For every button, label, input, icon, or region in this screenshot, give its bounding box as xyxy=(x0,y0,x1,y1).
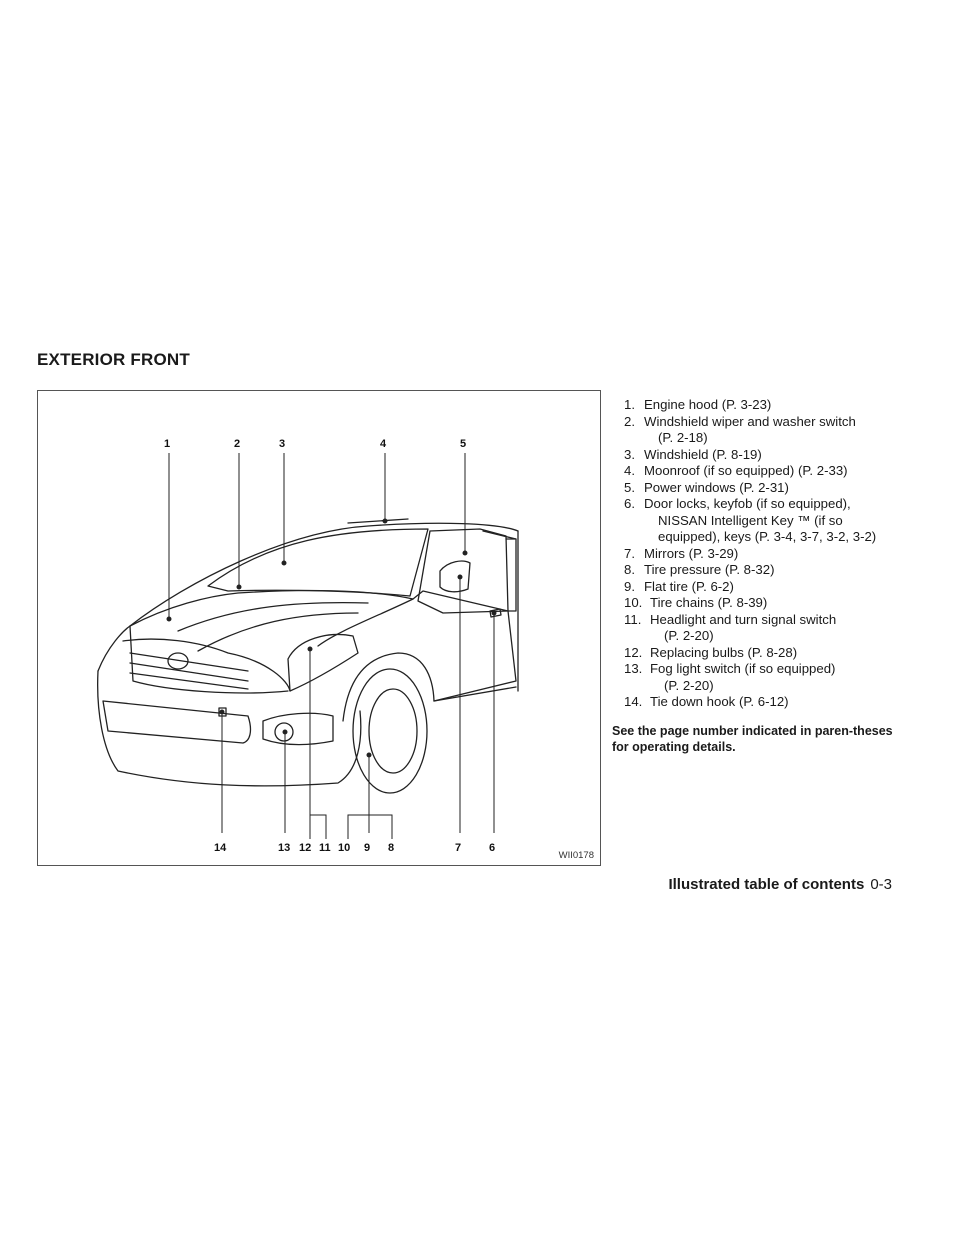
roofline-outline xyxy=(129,522,519,627)
list-item-number: 4. xyxy=(624,463,635,478)
list-item-text: Fog light switch (if so equipped) xyxy=(650,661,836,676)
list-item-number: 12. xyxy=(624,644,643,660)
list-item-number: 14. xyxy=(624,694,643,709)
side-body xyxy=(412,590,517,702)
list-item-number: 5. xyxy=(624,479,635,495)
callout-2: 2 xyxy=(234,438,240,450)
page-number: 0-3 xyxy=(870,876,892,893)
operating-note: See the page number indicated in paren-t… xyxy=(612,724,893,754)
hood-crease xyxy=(177,601,369,632)
list-item-text: Tire pressure (P. 8-32) xyxy=(644,562,775,577)
exterior-front-figure: 1 2 3 4 5 6 7 8 9 10 11 12 13 14 WII0178 xyxy=(37,390,601,866)
list-item-number: 8. xyxy=(624,562,635,577)
list-item-text: Windshield wiper and washer switch xyxy=(644,413,856,429)
list-item: 8. Tire pressure (P. 8-32) xyxy=(612,562,912,579)
front-fascia-outline xyxy=(97,625,289,694)
front-tire xyxy=(352,668,428,794)
windshield-outline xyxy=(207,528,429,597)
list-item-number: 2. xyxy=(624,413,635,429)
list-item-number: 11. xyxy=(624,611,642,627)
page-footer: Illustrated table of contents 0-3 xyxy=(668,876,892,893)
callout-5: 5 xyxy=(460,438,466,450)
callout-14: 14 xyxy=(214,842,227,854)
callout-3: 3 xyxy=(279,438,285,450)
list-item: 10. Tire chains (P. 8-39) xyxy=(612,595,912,612)
list-item: 6. Door locks, keyfob (if so equipped),NI… xyxy=(612,496,912,546)
lower-grille xyxy=(102,700,252,744)
list-item-number: 13. xyxy=(624,661,643,676)
list-item: 7. Mirrors (P. 3-29) xyxy=(612,546,912,563)
callout-11: 11 xyxy=(319,842,331,854)
list-item: 13. Fog light switch (if so equipped)(P. … xyxy=(612,661,912,694)
list-item-continuation: (P. 2-18) xyxy=(658,430,708,445)
list-item-number: 6. xyxy=(624,496,635,511)
list-item-text: Tire chains (P. 8-39) xyxy=(650,595,768,610)
list-item-text: Engine hood (P. 3-23) xyxy=(644,397,772,412)
grille-top xyxy=(122,638,291,692)
fog-light-lens xyxy=(274,722,294,742)
door-mirror xyxy=(439,560,471,593)
fog-light-housing xyxy=(262,712,334,746)
list-item-number: 1. xyxy=(624,397,635,412)
door-handle xyxy=(489,608,502,618)
list-item-text: Flat tire (P. 6-2) xyxy=(644,578,734,594)
list-item: 14. Tie down hook (P. 6-12) xyxy=(612,694,912,711)
emblem xyxy=(167,652,189,670)
side-sill xyxy=(433,686,517,702)
moonroof-edge xyxy=(347,518,409,524)
list-item-number: 9. xyxy=(624,578,635,594)
list-item-text: Door locks, keyfob (if so equipped), xyxy=(644,496,851,511)
car-illustration: 1 2 3 4 5 6 7 8 9 10 11 12 13 14 xyxy=(97,438,519,854)
hood-crease-2 xyxy=(197,612,359,652)
list-item: 2. Windshield wiper and washer switch(P. … xyxy=(612,414,912,447)
bumper-outline xyxy=(97,670,362,787)
hood-outline xyxy=(129,589,414,647)
footer-section-label: Illustrated table of contents xyxy=(668,876,865,893)
list-item: 11. Headlight and turn signal switch(P. 2… xyxy=(612,612,912,645)
list-item-text: Replacing bulbs (P. 8-28) xyxy=(650,644,798,660)
callout-1: 1 xyxy=(164,438,170,450)
callout-13: 13 xyxy=(278,842,290,854)
list-item-text: Windshield (P. 8-19) xyxy=(644,446,762,462)
list-item: 3. Windshield (P. 8-19) xyxy=(612,447,912,464)
list-item: 5. Power windows (P. 2-31) xyxy=(612,480,912,497)
callout-9: 9 xyxy=(364,842,370,854)
list-item-number: 7. xyxy=(624,545,635,561)
callout-12: 12 xyxy=(299,842,311,854)
list-item-number: 10. xyxy=(624,595,643,610)
callout-7: 7 xyxy=(455,842,461,854)
list-item-number: 3. xyxy=(624,446,635,462)
callout-8: 8 xyxy=(388,842,394,854)
list-item-text: Power windows (P. 2-31) xyxy=(644,479,789,495)
list-item: 4. Moonroof (if so equipped) (P. 2-33) xyxy=(612,463,912,480)
figure-code: WII0178 xyxy=(558,850,594,861)
list-item: 9. Flat tire (P. 6-2) xyxy=(612,579,912,596)
wheel-arch xyxy=(342,652,435,722)
item-list: 1. Engine hood (P. 3-23) 2. Windshield wipe… xyxy=(612,397,912,711)
list-item: 12. Replacing bulbs (P. 8-28) xyxy=(612,645,912,662)
list-item: 1. Engine hood (P. 3-23) xyxy=(612,397,912,414)
list-item-continuation: (P. 2-20) xyxy=(664,677,714,693)
list-item-text: Mirrors (P. 3-29) xyxy=(644,545,739,561)
rear-window-outline xyxy=(482,530,517,612)
grille-bars xyxy=(129,652,249,690)
list-item-text: Headlight and turn signal switch xyxy=(650,611,837,627)
headlight-outline xyxy=(287,633,359,692)
section-title: EXTERIOR FRONT xyxy=(37,350,190,369)
list-item-text: Tie down hook (P. 6-12) xyxy=(650,694,789,709)
list-item-continuation: equipped), keys (P. 3-4, 3-7, 3-2, 3-2) xyxy=(658,529,877,544)
callout-10: 10 xyxy=(338,842,350,854)
list-item-continuation: (P. 2-20) xyxy=(664,628,714,643)
front-wheel-rim xyxy=(368,688,418,774)
callout-4: 4 xyxy=(380,438,387,450)
list-item-continuation: NISSAN Intelligent Key ™ (if so xyxy=(658,512,843,528)
callout-6: 6 xyxy=(489,842,495,854)
list-item-text: Moonroof (if so equipped) (P. 2-33) xyxy=(644,463,848,478)
